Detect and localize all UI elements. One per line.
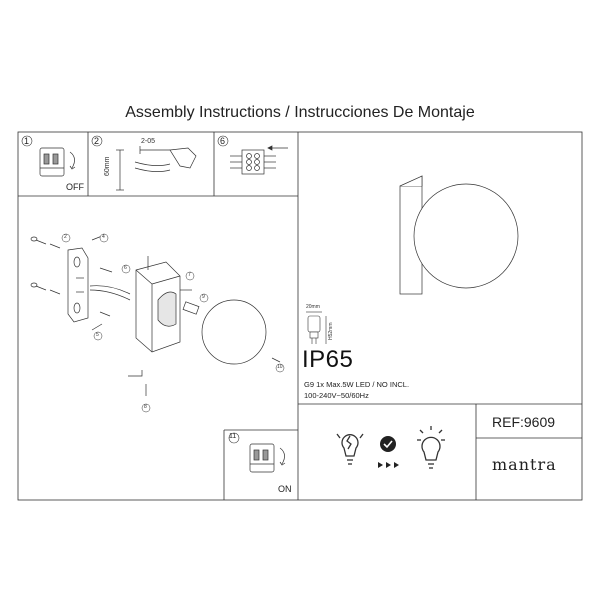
product-illustration bbox=[399, 175, 519, 295]
exploded-assembly-diagram bbox=[30, 235, 281, 396]
bulb-height-label: H52mm bbox=[328, 322, 334, 340]
on-label: ON bbox=[278, 484, 292, 494]
callout-10: 10 bbox=[277, 364, 283, 370]
brand-logo: mantra bbox=[492, 455, 557, 474]
callout-7: 7 bbox=[188, 272, 191, 278]
drill-icon bbox=[116, 146, 197, 191]
callout-2: 2 bbox=[64, 234, 67, 240]
voltage-spec: 100-240V~50/60Hz bbox=[304, 391, 369, 400]
terminal-block-icon bbox=[230, 145, 288, 175]
drill-size-label: 2-05 bbox=[141, 138, 156, 145]
lit-bulb-icon bbox=[417, 426, 445, 469]
bulb-width-label: 20mm bbox=[306, 304, 320, 310]
drill-depth-label: 60mm bbox=[104, 156, 111, 176]
lamp-spec: G9 1x Max.5W LED / NO INCL. bbox=[304, 380, 410, 389]
step-number-1: 1 bbox=[24, 136, 30, 146]
breaker-off-icon bbox=[39, 147, 76, 177]
ip-rating: IP65 bbox=[302, 346, 354, 373]
step-number-2: 2 bbox=[94, 136, 100, 146]
breaker-on-icon bbox=[249, 443, 286, 473]
fast-forward-icon bbox=[378, 462, 399, 468]
callout-6: 6 bbox=[124, 265, 127, 271]
reference-number: REF:9609 bbox=[492, 414, 556, 430]
off-label: OFF bbox=[66, 182, 84, 192]
broken-bulb-icon bbox=[336, 433, 364, 465]
page-title: Assembly Instructions / Instrucciones De… bbox=[125, 104, 475, 121]
checkmark-badge-icon bbox=[380, 436, 396, 452]
callout-5: 5 bbox=[96, 332, 99, 338]
callout-4: 4 bbox=[102, 234, 105, 240]
g9-bulb-icon bbox=[306, 311, 327, 344]
step-number-6: 6 bbox=[220, 136, 226, 146]
callout-8: 8 bbox=[144, 404, 147, 410]
step-number-11: 11 bbox=[229, 433, 237, 440]
callout-9: 9 bbox=[202, 294, 205, 300]
